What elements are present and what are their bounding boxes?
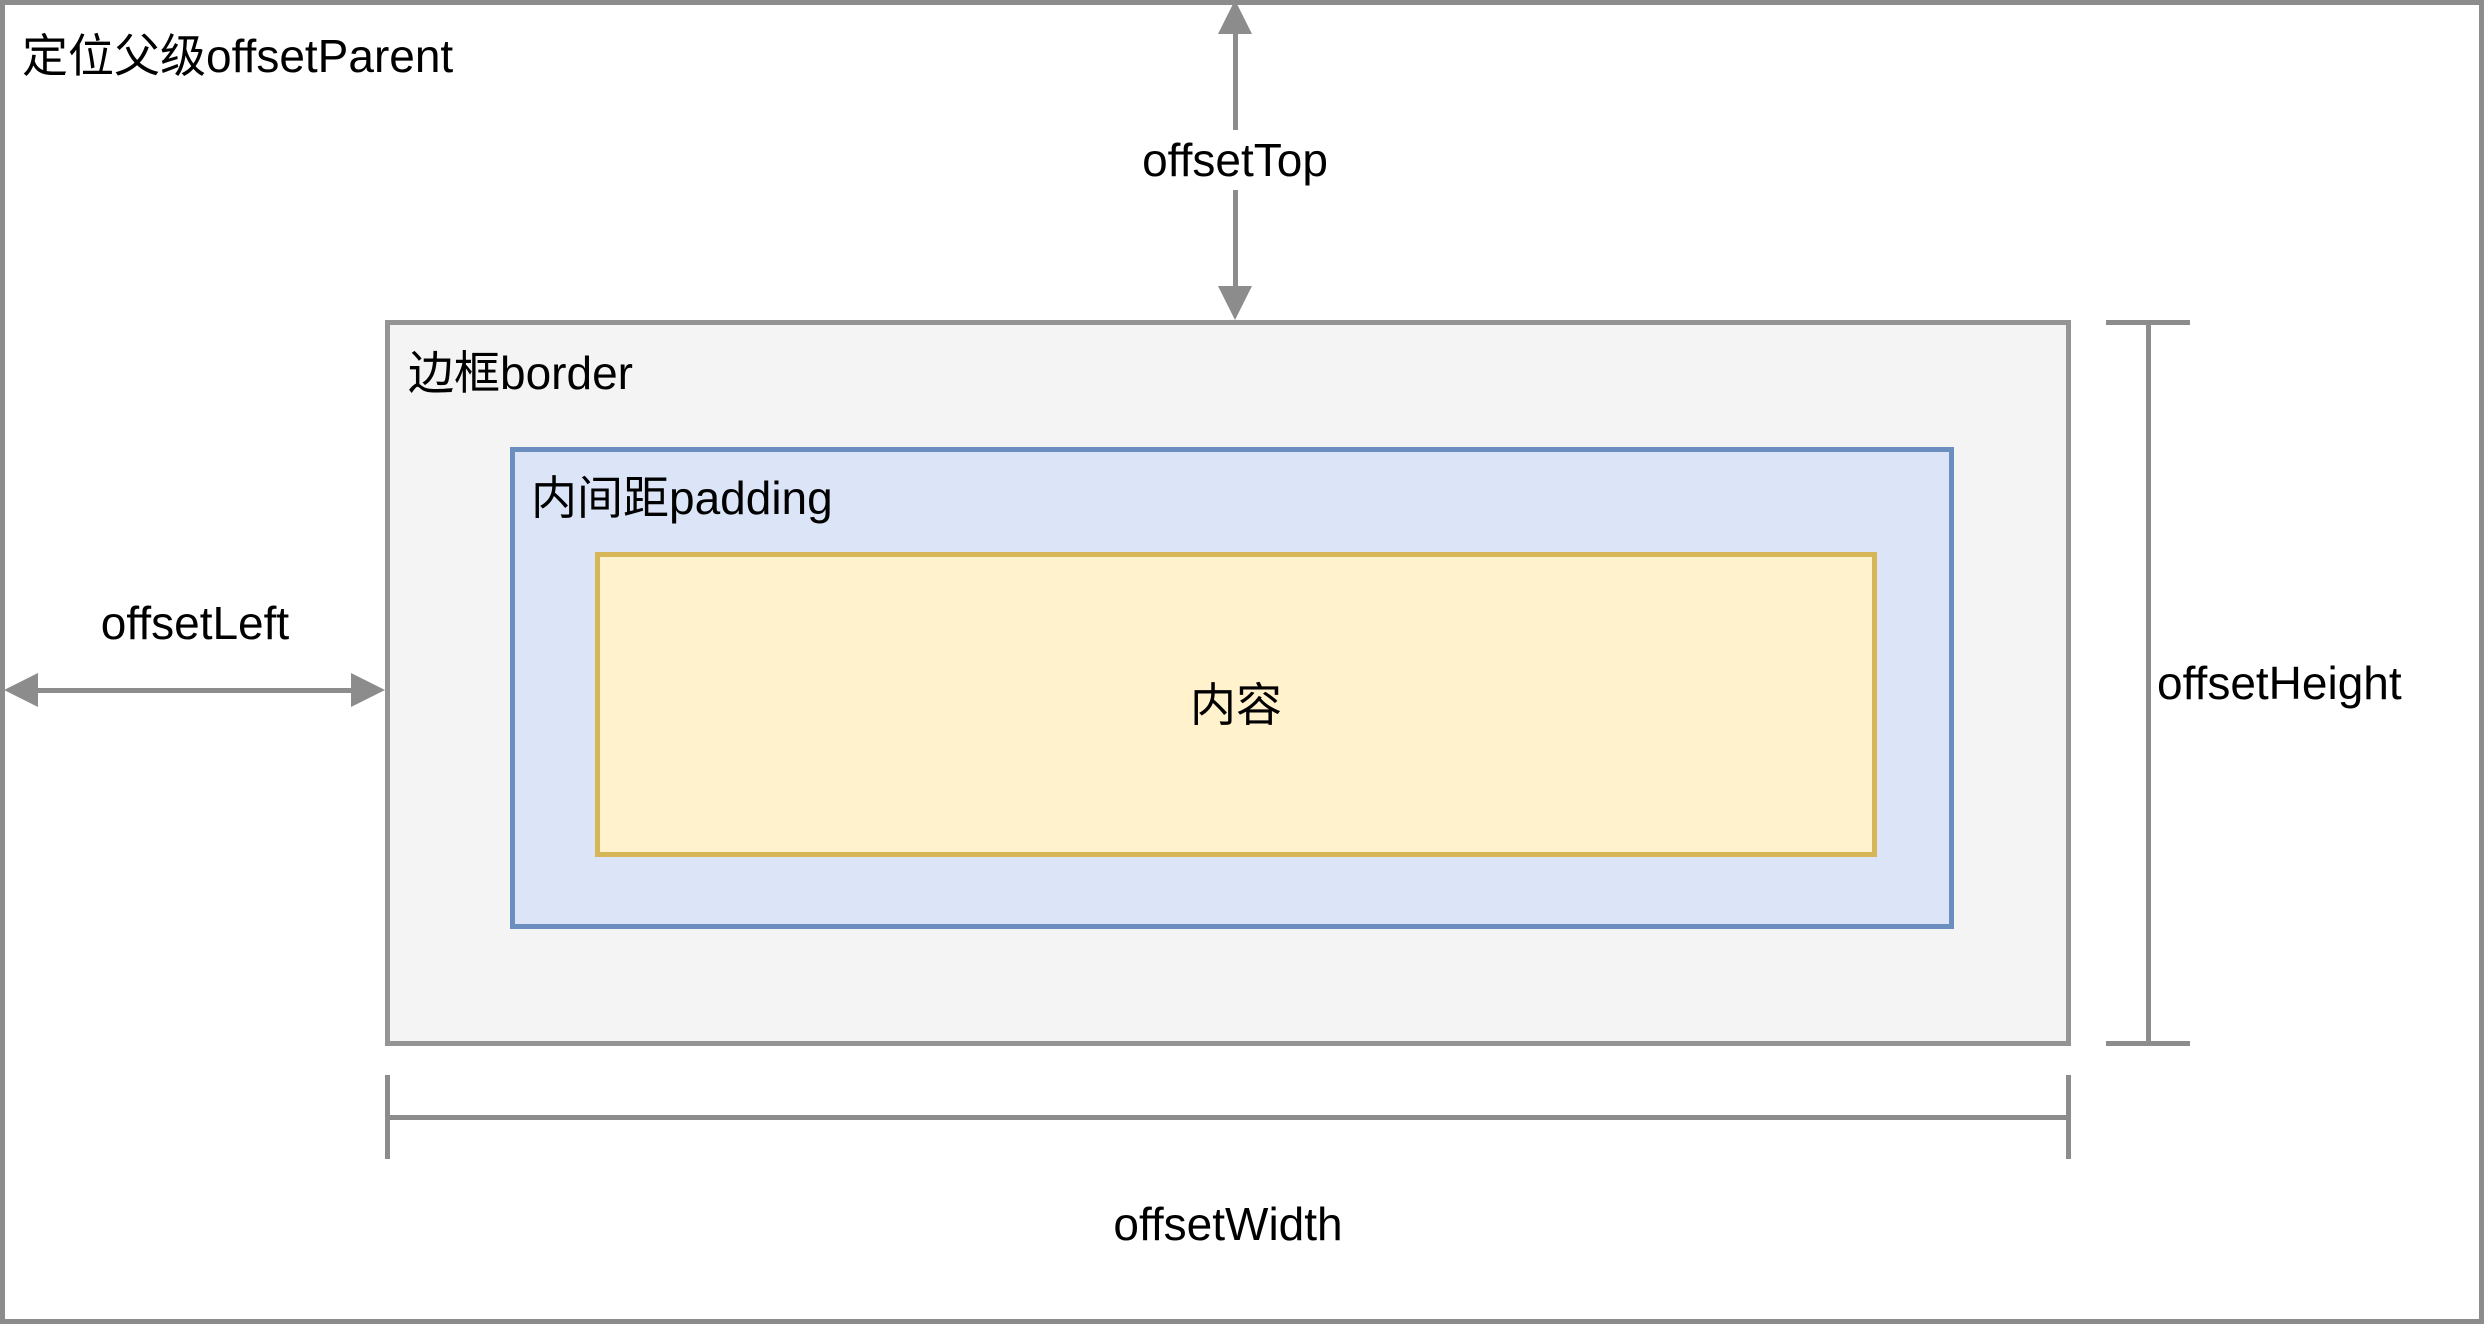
offset-left-arrow [4,673,385,707]
offset-width-dimension-line [385,1075,2071,1159]
border-box: 边框border 内间距padding 内容 [385,320,2071,1046]
border-box-label: 边框border [408,347,633,399]
offset-left-label: offsetLeft [100,597,290,649]
dimension-cap-right [2066,1075,2071,1159]
arrow-right-icon [351,673,385,707]
dimension-stem-vertical [2146,320,2151,1046]
offset-parent-label: 定位父级offsetParent [22,30,454,82]
dimension-cap-bottom [2106,1041,2190,1046]
offset-top-line-upper [1233,22,1238,130]
offset-width-label: offsetWidth [1113,1198,1343,1250]
padding-box-label: 内间距padding [531,472,833,524]
offset-height-dimension-line [2106,320,2190,1046]
dimension-stem-horizontal [385,1115,2071,1120]
content-box: 内容 [595,552,1877,857]
offset-height-label: offsetHeight [2157,657,2402,709]
arrow-down-icon [1218,286,1252,320]
offset-top-label: offsetTop [1055,132,1415,188]
offset-left-line [26,688,363,693]
padding-box: 内间距padding 内容 [510,447,1954,929]
offset-top-arrow [1218,0,1252,320]
offset-top-line-lower [1233,190,1238,298]
content-box-label: 内容 [1190,678,1282,731]
